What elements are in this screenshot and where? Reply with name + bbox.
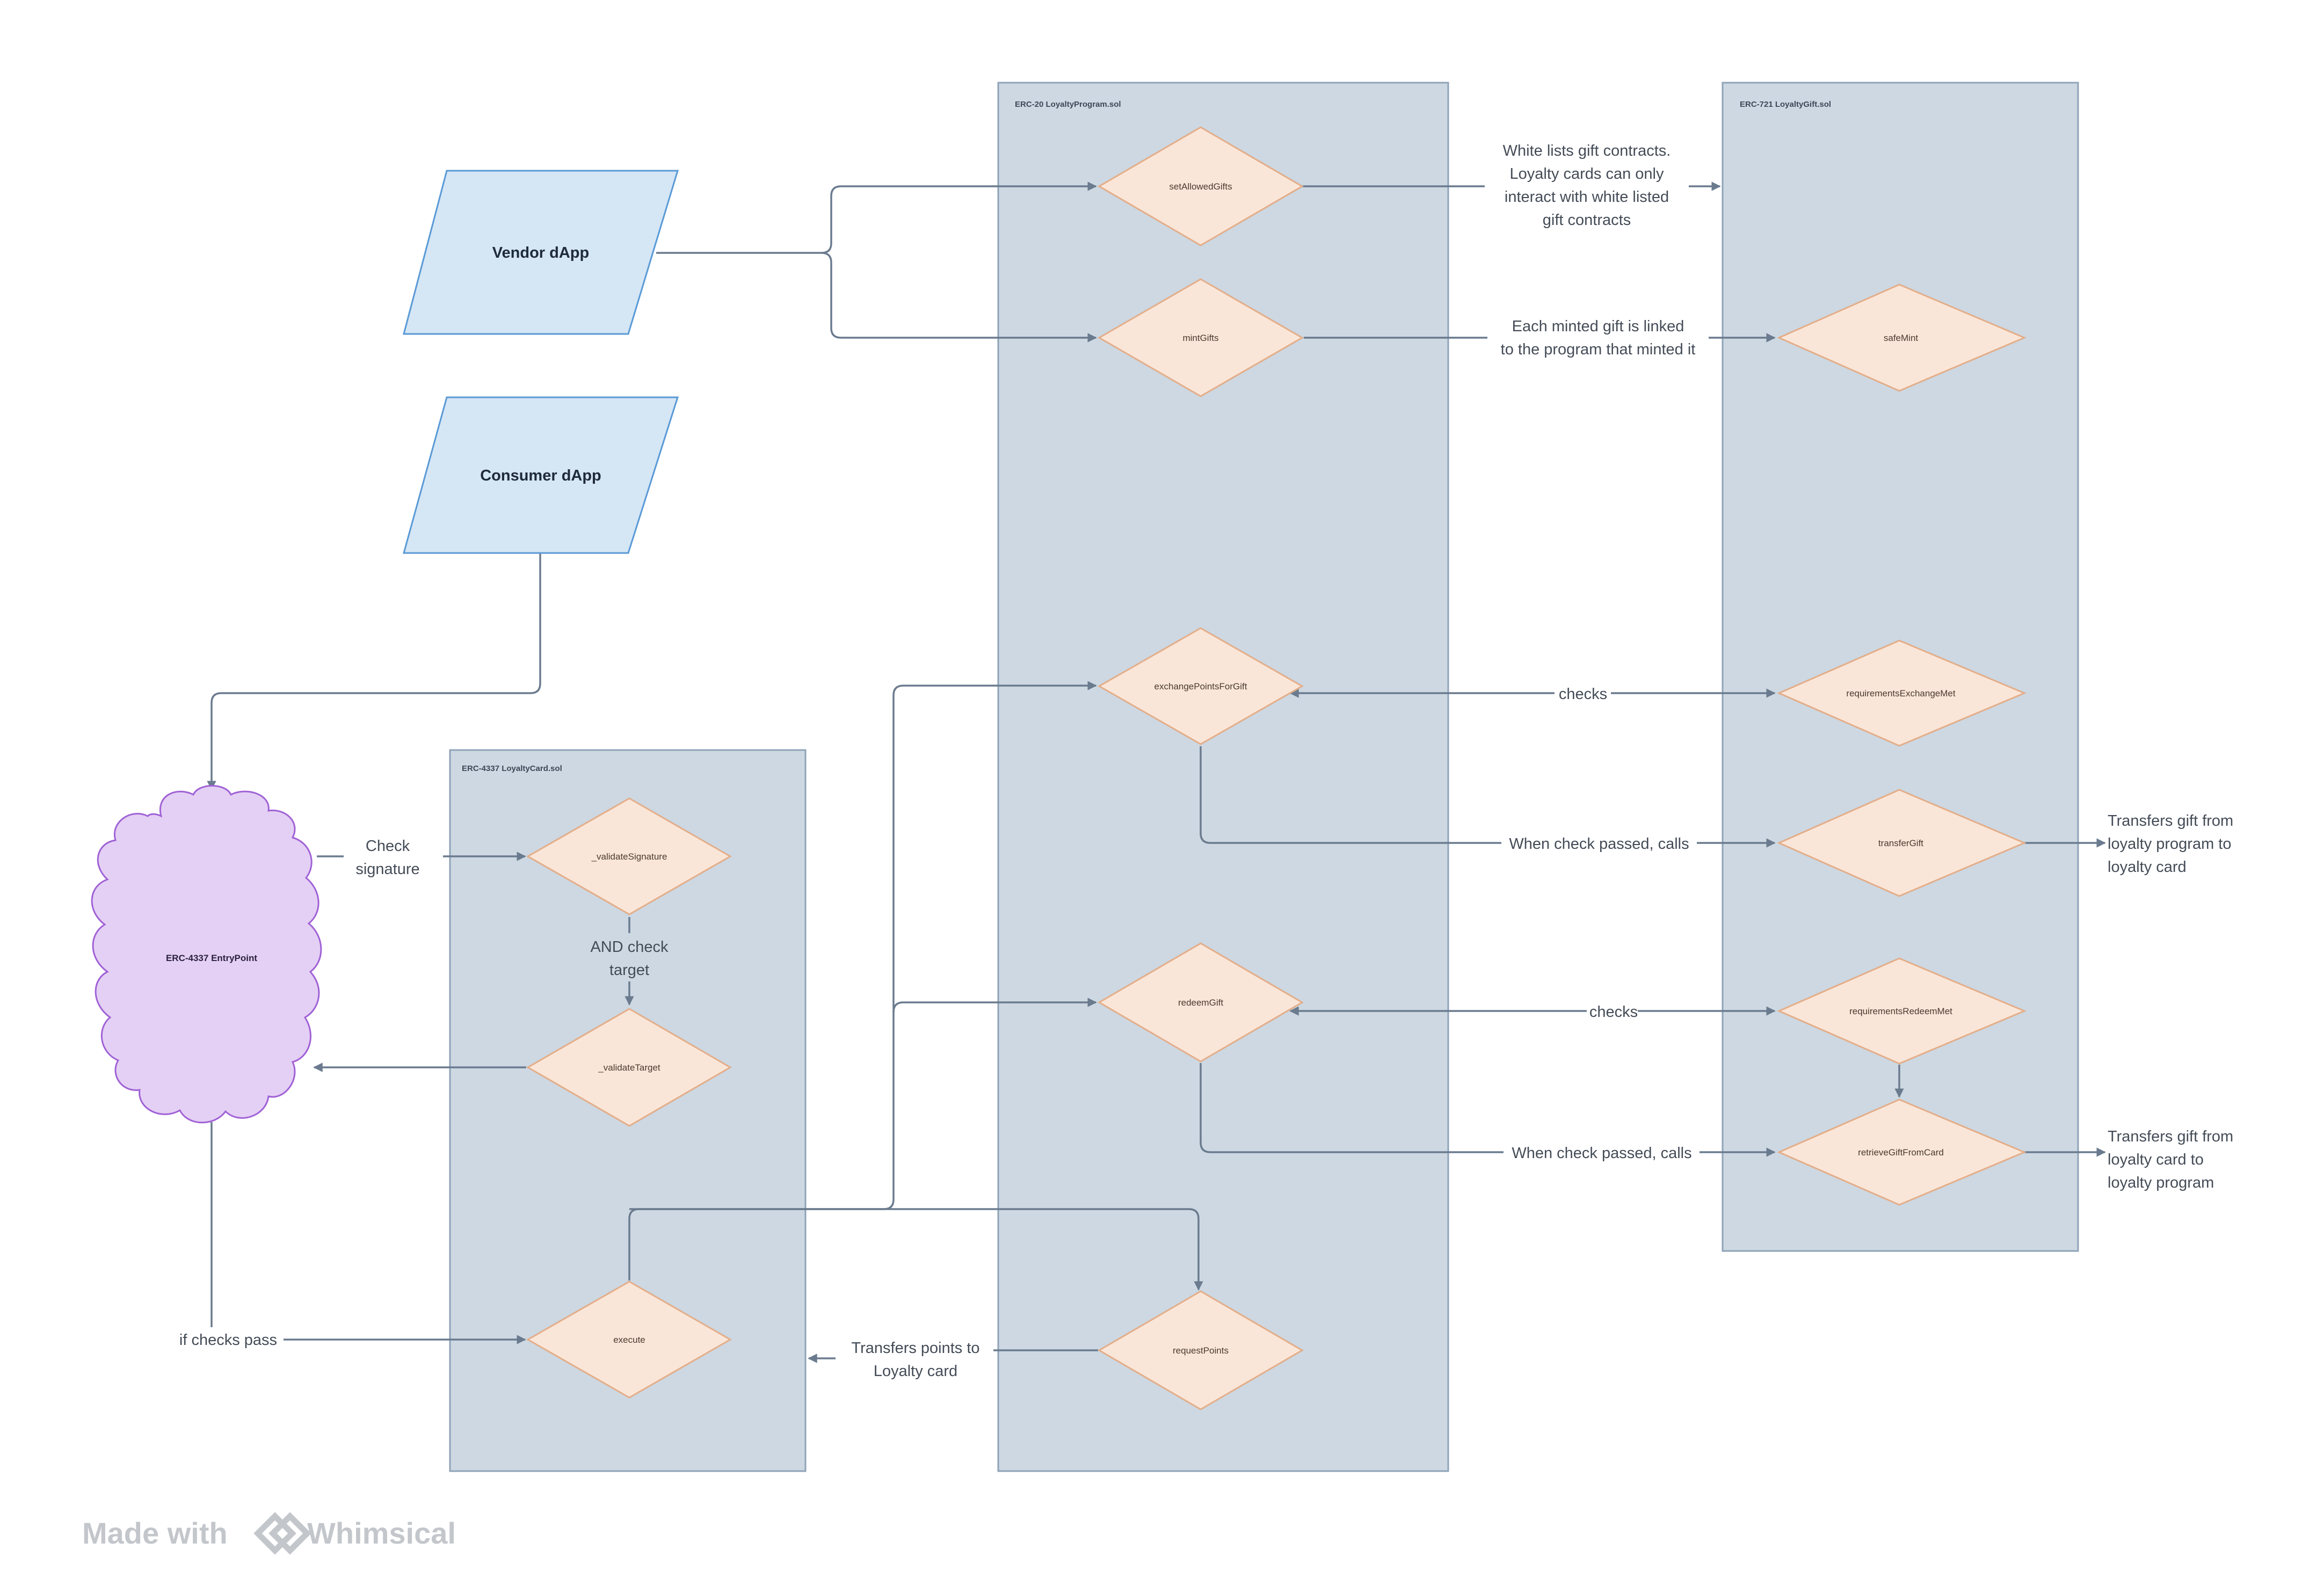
node-label-validate-signature: _validateSignature	[591, 852, 667, 862]
edge-redeem-to-retrieve	[1200, 1063, 1775, 1152]
node-label-safe-mint: safeMint	[1884, 333, 1919, 343]
label-transfer-result: Transfers gift from loyalty program to l…	[2108, 812, 2233, 876]
edge-requestpoints-to-card	[809, 1350, 1098, 1358]
lane-title-loyalty-gift: ERC-721 LoyaltyGift.sol	[1740, 100, 1831, 109]
consumer-dapp[interactable]: Consumer dApp	[403, 396, 679, 554]
edge-vendor-to-setallowedgifts	[821, 181, 1097, 254]
consumer-dapp-label: Consumer dApp	[480, 467, 601, 484]
node-label-exchange-points-for-gift: exchangePointsForGift	[1154, 681, 1247, 692]
label-whitelist-line-2: Loyalty cards can only	[1510, 165, 1664, 183]
watermark-brand: Whimsical	[307, 1516, 456, 1550]
node-label-mint-gifts: mintGifts	[1182, 333, 1218, 343]
node-exchange-points-for-gift[interactable]: exchangePointsForGift	[1097, 627, 1304, 745]
node-execute[interactable]: execute	[526, 1281, 732, 1399]
edge-consumer-to-entrypoint	[207, 553, 541, 790]
entrypoint-label: ERC-4337 EntryPoint	[166, 953, 257, 963]
label-retrieve-result: Transfers gift from loyalty card to loya…	[2108, 1128, 2233, 1191]
node-retrieve-gift-from-card[interactable]: retrieveGiftFromCard	[1777, 1098, 2027, 1206]
label-transfers-points: Transfers points to Loyalty card	[851, 1340, 979, 1380]
edge-execute-to-redeem	[892, 998, 1097, 1013]
label-transfer-result-line-2: loyalty program to	[2108, 835, 2232, 853]
label-retrieve-result-line-3: loyalty program	[2108, 1174, 2214, 1191]
node-validate-signature[interactable]: _validateSignature	[526, 797, 732, 915]
edge-exchange-to-transfergift	[1200, 746, 1775, 843]
node-label-validate-target: _validateTarget	[598, 1063, 660, 1073]
label-retrieve-result-line-1: Transfers gift from	[2108, 1128, 2233, 1145]
node-label-redeem-gift: redeemGift	[1178, 998, 1223, 1008]
node-set-allowed-gifts[interactable]: setAllowedGifts	[1098, 126, 1304, 246]
lane-title-loyalty-card: ERC-4337 LoyaltyCard.sol	[462, 764, 562, 773]
label-if-checks-pass: if checks pass	[179, 1332, 277, 1349]
node-label-request-points: requestPoints	[1173, 1345, 1229, 1356]
label-check-signature-line-1: Check	[366, 838, 410, 855]
label-whitelist-line-3: interact with white listed	[1505, 188, 1669, 206]
edge-execute-to-requestpoints	[629, 1208, 1203, 1291]
node-label-transfer-gift: transferGift	[1878, 838, 1923, 848]
vendor-dapp-label: Vendor dApp	[492, 244, 589, 261]
edge-execute-to-exchange	[628, 681, 1097, 1281]
label-transfers-points-line-1: Transfers points to	[851, 1340, 979, 1357]
lane-title-loyalty-program: ERC-20 LoyaltyProgram.sol	[1015, 100, 1121, 109]
label-whitelist: White lists gift contracts. Loyalty card…	[1503, 142, 1671, 229]
edge-entrypoint-to-execute	[210, 1122, 525, 1340]
label-minted-link-line-1: Each minted gift is linked	[1512, 318, 1684, 335]
label-and-check-target: AND check target	[590, 938, 669, 979]
node-validate-target[interactable]: _validateTarget	[526, 1008, 732, 1127]
label-whitelist-line-1: White lists gift contracts.	[1503, 142, 1671, 159]
entrypoint-cloud[interactable]: ERC-4337 EntryPoint	[91, 785, 322, 1124]
node-requirements-exchange-met[interactable]: requirementsExchangeMet	[1777, 639, 2027, 747]
node-label-requirements-exchange-met: requirementsExchangeMet	[1846, 688, 1955, 699]
label-whitelist-line-4: gift contracts	[1543, 212, 1631, 229]
watermark-made-with: Made with	[82, 1516, 228, 1550]
node-mint-gifts[interactable]: mintGifts	[1097, 278, 1304, 397]
label-check-signature-line-2: signature	[355, 861, 419, 878]
label-checks-exchange: checks	[1559, 686, 1607, 703]
whimsical-logo-icon	[253, 1512, 311, 1555]
node-label-execute: execute	[613, 1335, 645, 1345]
edge-vendor-to-mintgifts	[821, 252, 1097, 343]
label-retrieve-result-line-2: loyalty card to	[2108, 1151, 2204, 1168]
label-and-check-target-line-2: target	[609, 962, 649, 979]
node-request-points[interactable]: requestPoints	[1098, 1290, 1304, 1410]
node-label-retrieve-gift-from-card: retrieveGiftFromCard	[1858, 1147, 1944, 1158]
node-redeem-gift[interactable]: redeemGift	[1098, 942, 1304, 1063]
node-safe-mint[interactable]: safeMint	[1777, 283, 2027, 392]
label-and-check-target-line-1: AND check	[590, 938, 669, 956]
label-check-signature: Check signature	[355, 838, 419, 878]
label-minted-link: Each minted gift is linked to the progra…	[1501, 318, 1696, 358]
node-label-set-allowed-gifts: setAllowedGifts	[1169, 181, 1232, 192]
label-transfer-result-line-3: loyalty card	[2108, 859, 2187, 876]
label-transfer-result-line-1: Transfers gift from	[2108, 812, 2233, 830]
edges	[207, 181, 2106, 1358]
node-label-requirements-redeem-met: requirementsRedeemMet	[1849, 1006, 1952, 1016]
node-transfer-gift[interactable]: transferGift	[1777, 789, 2027, 897]
label-when-passed-exchange: When check passed, calls	[1509, 835, 1689, 853]
vendor-dapp[interactable]: Vendor dApp	[403, 170, 679, 335]
node-requirements-redeem-met[interactable]: requirementsRedeemMet	[1777, 957, 2027, 1065]
label-minted-link-line-2: to the program that minted it	[1501, 341, 1696, 358]
label-when-passed-redeem: When check passed, calls	[1512, 1145, 1691, 1162]
label-checks-redeem: checks	[1589, 1003, 1638, 1021]
whimsical-watermark[interactable]: Made with Whimsical	[82, 1512, 456, 1555]
lane-loyalty-program: ERC-20 LoyaltyProgram.sol	[997, 82, 1449, 1472]
label-transfers-points-line-2: Loyalty card	[874, 1363, 957, 1380]
